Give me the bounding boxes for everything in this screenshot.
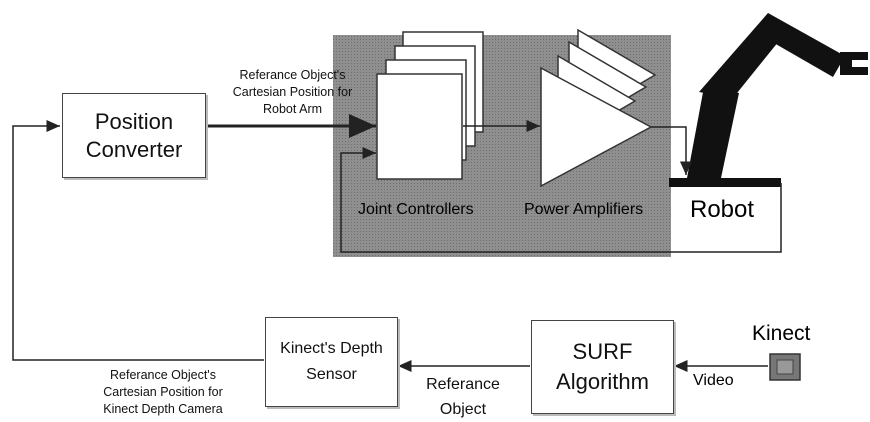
power-amplifier-stack xyxy=(540,28,657,188)
cartesian-robot-line2: Cartesian Position for xyxy=(232,85,353,99)
reference-object-line1: Referance xyxy=(426,376,500,393)
cartesian-robot-line1: Referance Object's xyxy=(239,68,346,82)
kinect-camera-icon xyxy=(769,353,801,381)
surf-line2: Algorithm xyxy=(556,369,649,394)
cartesian-robot-line3: Robot Arm xyxy=(262,102,323,116)
joint-controllers-label: Joint Controllers xyxy=(358,201,474,218)
position-converter-line2: Converter xyxy=(85,136,183,162)
surf-algorithm-box: SURF Algorithm xyxy=(531,320,674,414)
position-converter-box: Position Converter xyxy=(62,93,206,178)
kinect-depth-line1: Kinect's Depth xyxy=(280,340,383,357)
robot-label: Robot xyxy=(690,196,755,223)
arrow-amplifiers-to-robot xyxy=(651,126,692,175)
surf-line1: SURF xyxy=(572,339,633,364)
reference-object-line2: Object xyxy=(439,401,487,418)
joint-controller-stack xyxy=(376,31,484,180)
cartesian-robot-label: Referance Object's Cartesian Position fo… xyxy=(210,67,375,118)
cartesian-kinect-line3: Kinect Depth Camera xyxy=(103,402,223,416)
cartesian-kinect-line2: Cartesian Position for xyxy=(103,385,223,399)
arrow-depth-to-converter xyxy=(12,120,264,361)
power-amplifiers-label: Power Amplifiers xyxy=(524,201,644,218)
kinect-label: Kinect xyxy=(752,322,811,345)
video-label: Video xyxy=(693,372,734,389)
kinect-depth-line2: Sensor xyxy=(306,366,357,383)
robot-arm-shape xyxy=(669,13,868,187)
cartesian-kinect-line1: Referance Object's xyxy=(110,368,216,382)
reference-object-label: Referance Object xyxy=(418,372,508,422)
cartesian-kinect-label: Referance Object's Cartesian Position fo… xyxy=(78,367,248,418)
position-converter-line1: Position xyxy=(94,108,174,134)
kinect-depth-sensor-box: Kinect's Depth Sensor xyxy=(265,317,398,407)
robot-feedback-loop xyxy=(340,147,782,253)
